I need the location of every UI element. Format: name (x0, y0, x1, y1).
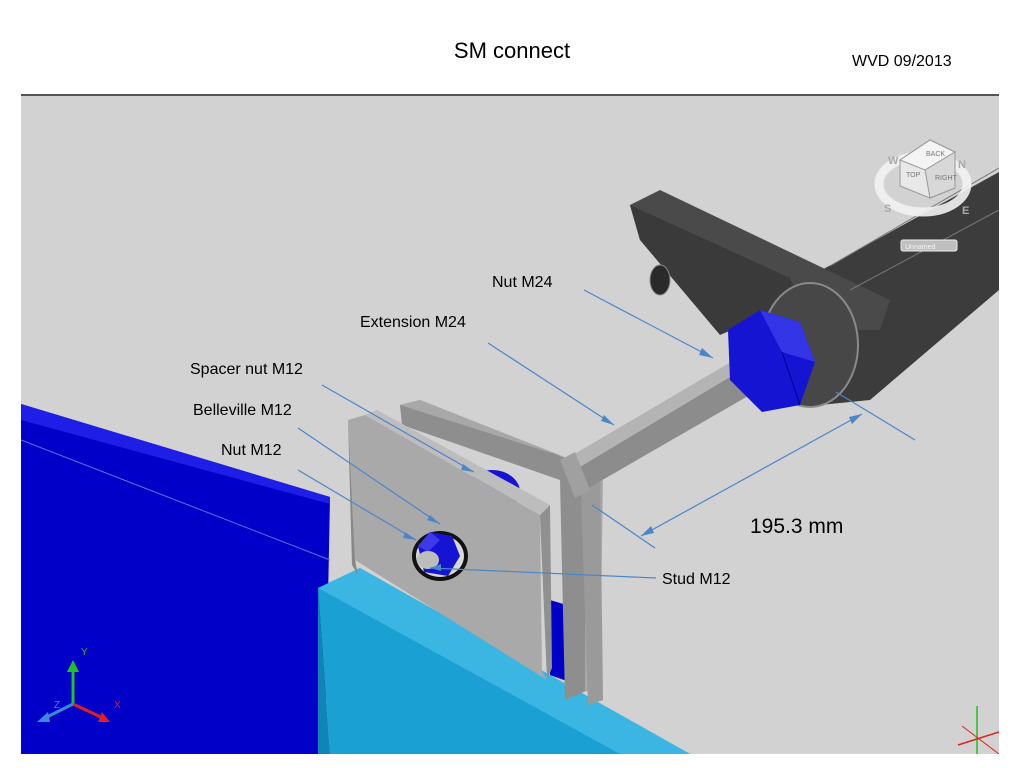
blue-plate-edge (21, 404, 330, 504)
dimension-extension-line-right (835, 391, 916, 441)
back-plate-edge (580, 458, 603, 705)
cyan-block-side (318, 588, 330, 754)
stud-end (417, 551, 439, 569)
label-belleville-m12: Belleville M12 (193, 402, 292, 419)
compass-w[interactable]: W (888, 155, 899, 167)
blue-plate-line (21, 439, 331, 561)
back-plate-side (400, 400, 588, 700)
dimension-value: 195.3 mm (750, 515, 843, 538)
3d-viewport[interactable]: Nut M24 Extension M24 Spacer nut M12 Bel… (21, 94, 999, 754)
front-plate-edge-right (540, 505, 552, 680)
ucs-icon: Y X Z (37, 647, 121, 722)
arrow-spacer (461, 464, 474, 472)
view-name-dropdown[interactable] (900, 239, 958, 252)
ucs-z-label: Z (54, 700, 60, 711)
clevis-hole (649, 264, 671, 296)
nut-m24-edge (781, 351, 801, 406)
leader-extension-m24 (487, 342, 615, 426)
cyan-block-highlight (318, 568, 690, 754)
compass-e[interactable]: E (962, 205, 969, 217)
front-plate-edge-left (348, 420, 358, 575)
extension-collar (560, 452, 590, 498)
page-title: SM connect (453, 38, 571, 63)
viewcube-top-label: TOP (906, 172, 921, 179)
leader-arrowheads (403, 348, 862, 571)
compass-s[interactable]: S (884, 203, 891, 215)
ucs-x-label: X (114, 700, 121, 711)
leader-spacer-nut (321, 384, 475, 473)
view-name-label[interactable]: Unnamed (905, 244, 935, 251)
arrow-dim-right (849, 414, 862, 424)
viewport-drawing: Nut M24 Extension M24 Spacer nut M12 Bel… (21, 94, 999, 754)
arrow-nut-m12 (403, 532, 416, 540)
leader-stud-m12 (429, 567, 657, 579)
leader-nut-m12 (297, 469, 417, 541)
compass-n[interactable]: N (958, 159, 966, 171)
nut-m24-facet (760, 310, 815, 362)
arrow-nut-m24 (699, 348, 713, 358)
clevis-plate (630, 205, 800, 335)
label-nut-m12: Nut M12 (221, 442, 282, 459)
dimension-extension-line-left (591, 504, 656, 549)
arrow-dim-left (641, 526, 654, 536)
cursor-crosshair (957, 706, 999, 754)
label-nut-m24: Nut M24 (492, 274, 553, 291)
arrow-extension (601, 415, 614, 425)
ucs-x-axis (72, 702, 104, 720)
author-date: WVD 09/2013 (852, 53, 952, 70)
ucs-z-axis (44, 702, 74, 720)
leader-belleville (297, 427, 441, 525)
ucs-z-arrow (37, 712, 50, 722)
label-stud-m12: Stud M12 (662, 571, 731, 588)
extension-rod (568, 358, 762, 490)
arrow-stud (430, 564, 441, 571)
viewcube-face-right[interactable] (924, 151, 956, 199)
extension-rod-highlight (568, 358, 745, 470)
dimension-line (640, 413, 863, 537)
label-extension-m24: Extension M24 (360, 314, 466, 331)
ucs-y-label: Y (81, 647, 88, 658)
crosshair-diag (961, 725, 999, 754)
viewcube[interactable]: TOP RIGHT BACK N S E W Unnamed (874, 139, 972, 252)
ucs-y-arrow (67, 660, 79, 672)
viewcube-back-label: BACK (926, 151, 945, 158)
blue-plate (21, 404, 330, 754)
arrow-belleville (427, 515, 440, 524)
nut-m12-facet (418, 532, 440, 552)
label-spacer-nut-m12: Spacer nut M12 (190, 361, 303, 378)
leader-lines (297, 289, 916, 579)
leader-nut-m24 (583, 289, 714, 359)
ucs-x-arrow (98, 712, 110, 722)
viewcube-right-label: RIGHT (935, 175, 958, 182)
